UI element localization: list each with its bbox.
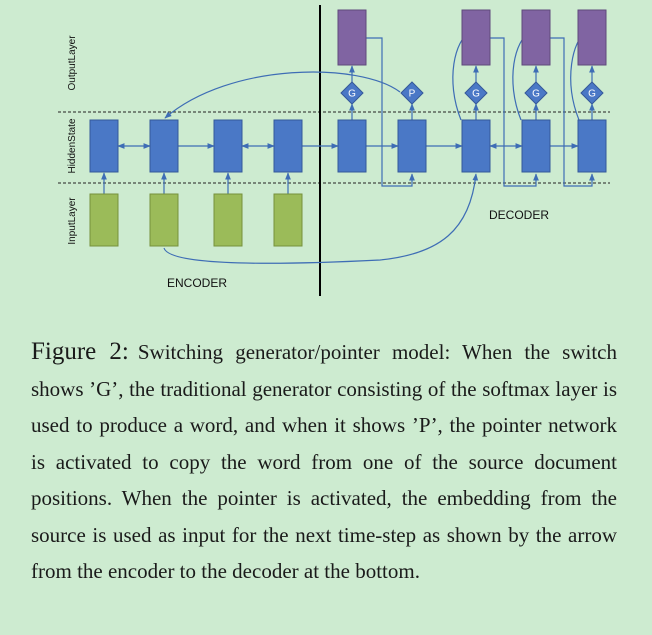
switch-label: G [472, 89, 480, 100]
encoder-input [89, 193, 119, 247]
feedback-arrow [366, 37, 415, 187]
encoder-inputs [89, 193, 303, 247]
switch-label: G [588, 89, 596, 100]
decoder-output [337, 9, 367, 66]
decoder-output [521, 9, 551, 66]
pointer-arc [164, 71, 401, 119]
row-label-input: InputLayer [67, 197, 78, 245]
row-label-hidden: HiddenState [67, 118, 78, 173]
switches: G P G G G [340, 81, 604, 105]
feedback-arrow [490, 37, 539, 187]
encoder-hidden-states [89, 119, 303, 173]
encoder-input [149, 193, 179, 247]
encoder-hidden-state [273, 119, 303, 173]
figure-label: Figure 2: [31, 338, 129, 365]
encoder-hidden-state [149, 119, 179, 173]
decoder-output [461, 9, 491, 66]
decoder-hidden-state [337, 119, 367, 173]
caption-text: Switching generator/pointer model: When … [31, 340, 617, 583]
encoder-hidden-state [89, 119, 119, 173]
switch-node: P [400, 81, 424, 105]
encoder-input [213, 193, 243, 247]
decoder-hidden-states [337, 119, 607, 173]
switch-node: G [524, 81, 548, 105]
decoder-hidden-state [397, 119, 427, 173]
decoder-hidden-state [577, 119, 607, 173]
switch-node: G [464, 81, 488, 105]
decoder-outputs [337, 9, 607, 66]
copy-arrow [163, 173, 479, 264]
decoder-output [577, 9, 607, 66]
switch-label: P [409, 89, 416, 100]
switch-label: G [348, 89, 356, 100]
feedback-arrow [550, 37, 595, 187]
decoder-label: DECODER [489, 208, 549, 222]
encoder-label: ENCODER [167, 276, 227, 290]
switch-node: G [580, 81, 604, 105]
encoder-hidden-state [213, 119, 243, 173]
switch-node: G [340, 81, 364, 105]
pointer-generator-diagram: OutputLayer HiddenState InputLayer [58, 5, 610, 296]
figure-caption: Figure 2:Switching generator/pointer mod… [31, 334, 617, 590]
row-label-output: OutputLayer [67, 35, 78, 91]
switch-label: G [532, 89, 540, 100]
decoder-hidden-state [521, 119, 551, 173]
decoder-hidden-state [461, 119, 491, 173]
encoder-input [273, 193, 303, 247]
